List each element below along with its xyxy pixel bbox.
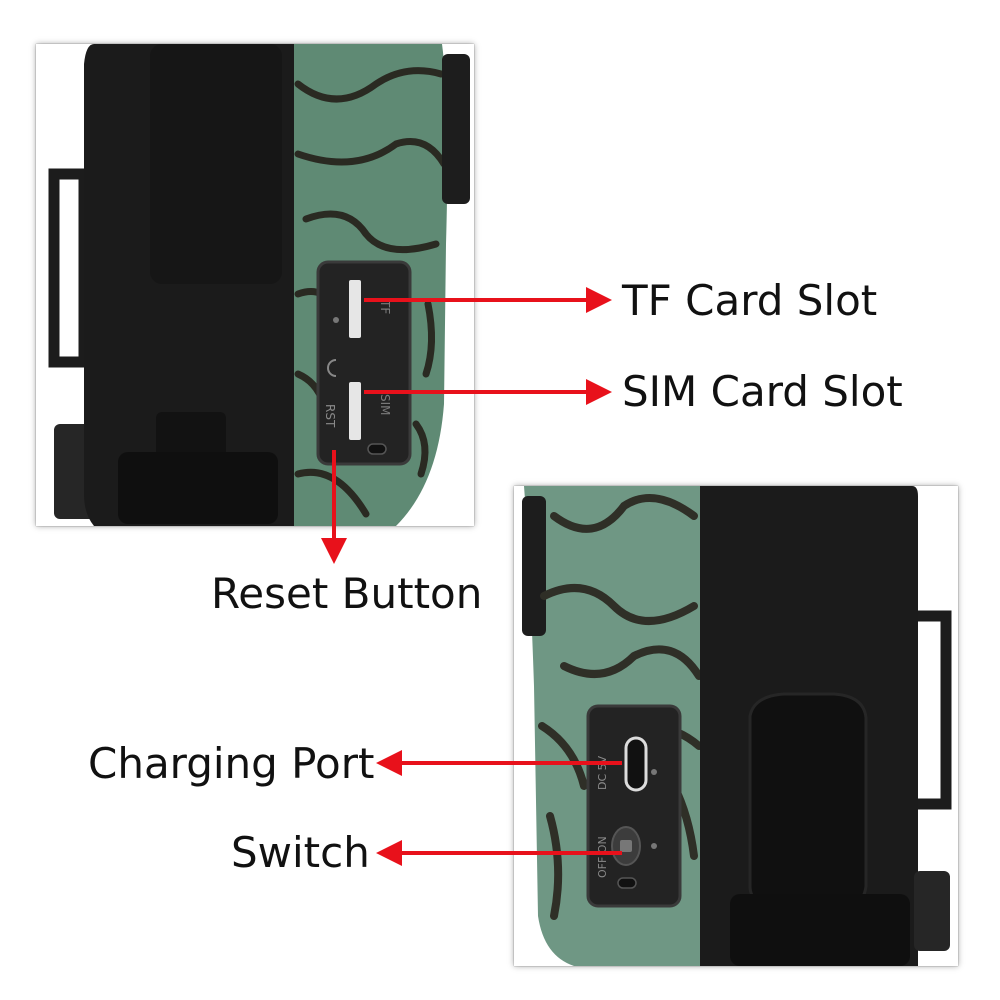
rst-mark: RST xyxy=(323,404,337,428)
housing-recess xyxy=(150,44,282,284)
dc-5v-mark: DC 5V xyxy=(596,755,609,790)
camera-side-card-slots-illustration: TF SIM RST xyxy=(48,44,470,526)
charging-arrowhead xyxy=(376,750,402,776)
sim-card-slot-label: SIM Card Slot xyxy=(622,367,903,416)
port-panel xyxy=(316,260,412,466)
strap-clip xyxy=(914,871,950,951)
tf-arrowhead xyxy=(586,287,612,313)
port-panel xyxy=(586,704,682,908)
hinge xyxy=(730,894,910,966)
usb-c-port xyxy=(624,736,648,792)
indicator-dot xyxy=(333,317,339,323)
reset-button-label: Reset Button xyxy=(211,569,483,618)
tf-card-slot-label: TF Card Slot xyxy=(622,276,878,325)
strap-loop xyxy=(918,610,952,810)
product-photo-power: DC 5V OFF ON xyxy=(514,486,958,966)
product-photo-card-slots: TF SIM RST xyxy=(36,44,474,526)
belt-clip xyxy=(748,692,868,908)
indicator-dot xyxy=(651,769,657,775)
indicator-dot xyxy=(651,843,657,849)
tf-slot xyxy=(349,280,361,338)
side-tab xyxy=(442,54,470,204)
mic-hole xyxy=(617,877,637,889)
switch-knob xyxy=(620,840,632,852)
strap-loop xyxy=(48,168,90,368)
side-tab xyxy=(522,496,546,636)
sim-arrowhead xyxy=(586,379,612,405)
reset-arrowhead xyxy=(321,538,347,564)
switch-label: Switch xyxy=(231,828,370,877)
sim-mark: SIM xyxy=(378,394,392,416)
charging-port-label: Charging Port xyxy=(88,739,375,788)
camera-side-power-illustration: DC 5V OFF ON xyxy=(522,486,952,966)
sim-slot xyxy=(349,382,361,440)
switch-arrowhead xyxy=(376,840,402,866)
sim-notch-icon xyxy=(327,359,337,377)
reset-hole xyxy=(367,443,387,455)
off-on-mark: OFF ON xyxy=(596,836,609,878)
hinge xyxy=(118,452,278,524)
tf-mark: TF xyxy=(378,299,392,314)
